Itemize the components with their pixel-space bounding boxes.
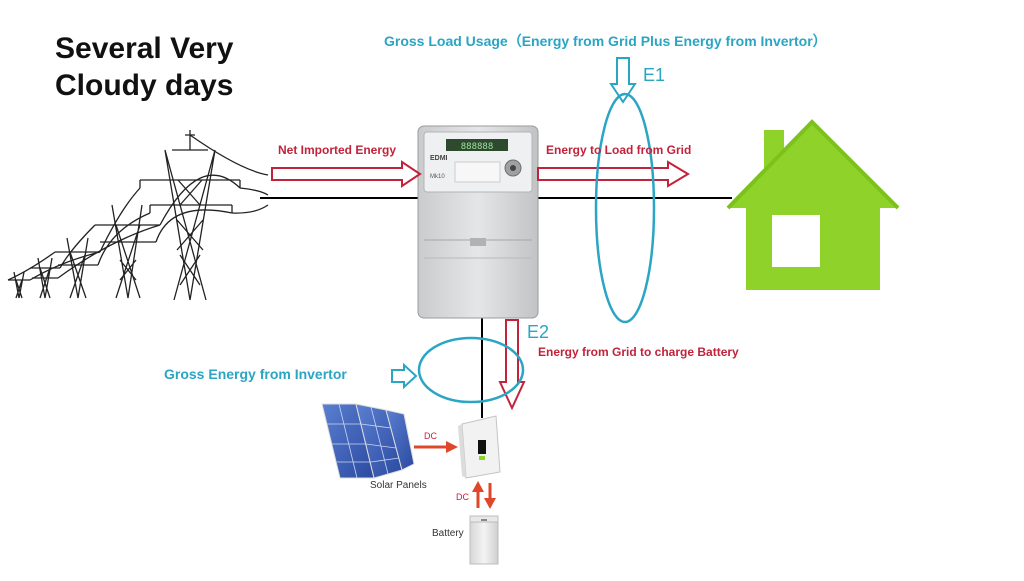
invertor-icon <box>458 415 501 479</box>
grid-to-battery-arrow <box>498 319 526 411</box>
e1-down-arrow <box>609 57 637 104</box>
grid-to-battery-label: Energy from Grid to charge Battery <box>538 345 739 359</box>
title-line-2: Cloudy days <box>55 69 234 102</box>
gross-load-label: Gross Load Usage（Energy from Grid Plus E… <box>384 33 827 49</box>
solar-panel-icon <box>321 403 415 479</box>
e2-ellipse <box>417 336 525 404</box>
battery-icon <box>469 515 499 565</box>
dc-battery-arrows <box>472 481 496 509</box>
meter-display: 888888 <box>461 142 494 152</box>
transmission-towers-icon <box>7 130 269 301</box>
net-imported-arrow <box>271 160 422 188</box>
house-icon <box>726 119 900 290</box>
energy-meter-icon: 888888 EDMI Mk10 <box>417 125 539 319</box>
meter-model: Mk10 <box>430 174 445 180</box>
battery-label: Battery <box>432 528 464 539</box>
dc-panel-label: DC <box>424 431 437 441</box>
e2-label: E2 <box>527 322 550 342</box>
title-line-1: Several Very <box>55 32 234 65</box>
meter-brand: EDMI <box>430 155 448 162</box>
energy-to-load-label: Energy to Load from Grid <box>546 143 692 157</box>
gross-from-invertor-label: Gross Energy from Invertor <box>164 366 347 382</box>
gross-invertor-arrow <box>391 362 418 390</box>
dc-to-invertor-arrow <box>414 441 458 453</box>
e1-ellipse <box>594 92 656 324</box>
slide-title: Several Very Cloudy days <box>55 30 234 104</box>
e1-label: E1 <box>643 65 666 85</box>
dc-battery-label: DC <box>456 492 469 502</box>
net-imported-label: Net Imported Energy <box>278 143 397 157</box>
energy-to-load-arrow <box>537 160 690 188</box>
solar-panels-label: Solar Panels <box>370 480 427 491</box>
